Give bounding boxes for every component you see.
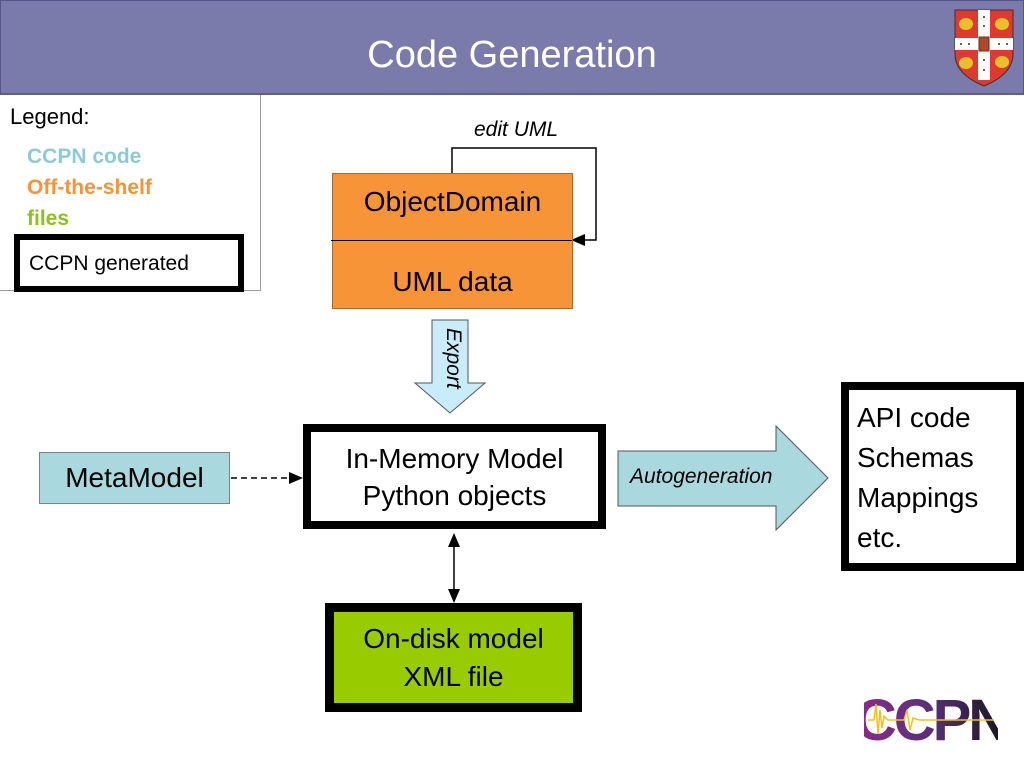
autogeneration-label: Autogeneration: [630, 465, 773, 488]
ccpn-logo-icon: CCPN: [864, 690, 998, 746]
page-title: Code Generation: [367, 34, 657, 76]
legend-item-files: files: [27, 207, 70, 230]
autogeneration-arrow: [617, 424, 829, 532]
output-item-etc: etc.: [857, 522, 903, 553]
edit-uml-arrowhead: [571, 234, 585, 246]
metamodel-arrowhead: [289, 472, 303, 484]
on-disk-line2: XML file: [403, 660, 504, 692]
legend-item-ccpn-generated: CCPN generated: [14, 234, 244, 292]
legend-item-ccpn-code: CCPN code: [27, 145, 142, 168]
object-domain-box: ObjectDomain UML data: [331, 173, 573, 309]
export-arrow: [413, 319, 487, 414]
in-memory-model-box: In-Memory Model Python objects: [303, 424, 606, 529]
output-item-schemas: Schemas: [857, 442, 974, 473]
generated-outputs-box: API code Schemas Mappings etc.: [841, 382, 1024, 571]
in-memory-line1: In-Memory Model: [345, 442, 564, 474]
sync-arrowhead-up: [448, 533, 460, 547]
output-item-mappings: Mappings: [857, 482, 979, 513]
legend-generated-label: CCPN generated: [29, 252, 189, 275]
legend-title: Legend:: [10, 104, 90, 129]
university-coat-of-arms-icon: [954, 9, 1014, 87]
object-domain-divider: [331, 240, 572, 241]
metamodel-box: MetaModel: [39, 452, 230, 504]
edit-uml-label: edit UML: [474, 118, 559, 141]
export-label: Export: [442, 328, 465, 389]
header-bar: [0, 0, 1024, 95]
on-disk-model-box: On-disk model XML file: [325, 603, 582, 712]
output-item-api-code: API code: [857, 402, 971, 433]
edit-uml-loop-arrow: [451, 147, 597, 241]
metamodel-label: MetaModel: [65, 462, 204, 493]
on-disk-line1: On-disk model: [363, 622, 544, 654]
object-domain-title: ObjectDomain: [363, 186, 542, 217]
in-memory-line2: Python objects: [362, 479, 547, 511]
sync-arrowhead-down: [448, 589, 460, 603]
object-domain-subtitle: UML data: [392, 266, 513, 297]
legend-item-off-the-shelf: Off-the-shelf: [27, 176, 152, 199]
